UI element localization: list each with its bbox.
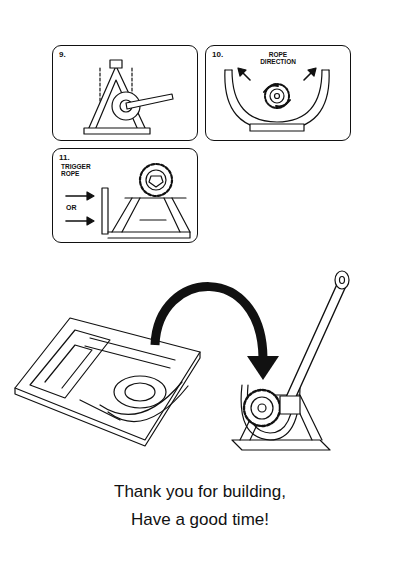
step-number: 11.: [59, 154, 70, 163]
step-label: TRIGGER ROPE: [61, 163, 97, 177]
step-label: OR: [66, 204, 77, 212]
step-panel: 9.: [52, 45, 198, 141]
step-number: 10.: [212, 51, 223, 60]
step-label: ROPE DIRECTION: [258, 51, 298, 65]
closing-caption: Thank you for building, Have a good time…: [95, 478, 305, 534]
step-panel: 10. ROPE DIRECTION: [205, 45, 351, 141]
step-number: 9.: [59, 51, 66, 60]
step-panel: 11.TRIGGER ROPE OR: [52, 148, 198, 243]
